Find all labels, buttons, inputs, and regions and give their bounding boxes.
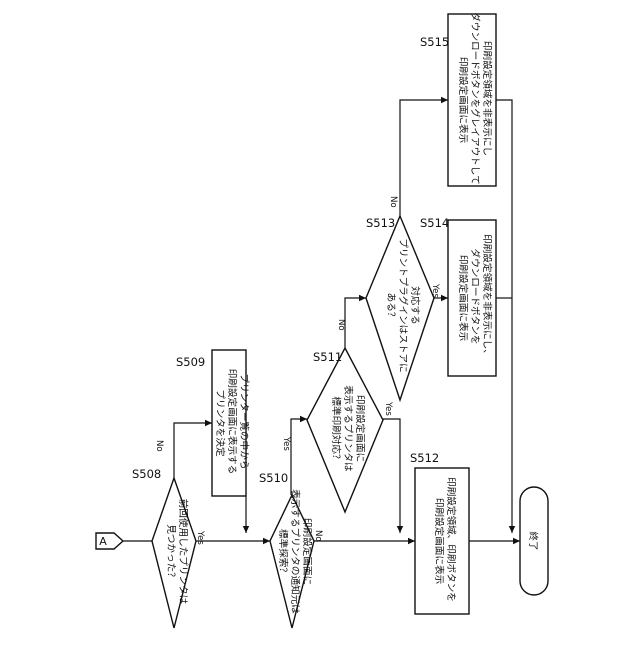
branch-label-s508-no: No bbox=[154, 440, 164, 452]
s514-line: 印刷設定画面に表示 bbox=[457, 255, 469, 342]
branch-label-s513-no: No bbox=[388, 196, 398, 208]
branch-label-s510-no: No bbox=[313, 530, 323, 542]
branch-label-s508-yes: Yes bbox=[195, 530, 205, 545]
step-id-s510: S510 bbox=[259, 471, 288, 485]
end-label: 終了 bbox=[527, 531, 539, 550]
s509-line: プリンター覧の中から bbox=[238, 374, 250, 470]
s513-line: プリントプラグインはストアに bbox=[397, 238, 409, 372]
s511-text: 印刷設定画面に 表示するプリンタは 標準印刷対応？ bbox=[330, 385, 366, 474]
s510-line: 表示するプリンタの通知元は bbox=[289, 489, 301, 614]
connector-label: A bbox=[99, 535, 107, 548]
step-id-s513: S513 bbox=[366, 216, 395, 230]
step-id-s508: S508 bbox=[132, 467, 161, 481]
flow-s515-out bbox=[496, 100, 512, 533]
s513-line: ある？ bbox=[385, 293, 396, 322]
s511-line: 印刷設定画面に bbox=[354, 395, 366, 462]
s515-line: 印刷設定画面に表示 bbox=[457, 57, 469, 144]
s515-line: ダウンロードボタンをグレイアウトして bbox=[469, 12, 481, 184]
s510-text: 印刷設定画面に 表示するプリンタの通知元は 標準探索？ bbox=[277, 489, 313, 617]
s514-line: 印刷設定領域を非表示にし、 bbox=[481, 234, 493, 359]
s512-line: 印刷設定画面に表示 bbox=[433, 498, 445, 585]
flow-s508-no bbox=[174, 423, 212, 478]
s508-line: 見つかった？ bbox=[165, 524, 176, 582]
flow-s511-no bbox=[345, 298, 366, 348]
branch-label-s511-no: No bbox=[336, 319, 346, 331]
start-connector: A bbox=[96, 533, 123, 549]
shape-texts: 前回使用したプリンタは 見つかった？ プリンター覧の中から 印刷設定画面に表示す… bbox=[165, 12, 539, 617]
step-id-s515: S515 bbox=[420, 35, 449, 49]
s509-line: プリンタを決定 bbox=[214, 389, 226, 457]
s510-line: 標準探索？ bbox=[277, 529, 289, 577]
s509-line: 印刷設定画面に表示する bbox=[226, 369, 238, 475]
step-id-s514: S514 bbox=[420, 216, 449, 230]
s513-line: 対応する bbox=[409, 286, 421, 324]
step-id-s511: S511 bbox=[313, 350, 342, 364]
s512-line: 印刷設定領域、印刷ボタンを bbox=[445, 477, 457, 602]
s514-line: ダウンロードボタンを bbox=[469, 249, 481, 345]
end-text: 終了 bbox=[527, 531, 539, 550]
s515-line: 印刷設定領域を非表示にし bbox=[481, 41, 493, 156]
flow-s511-yes bbox=[383, 419, 400, 533]
step-id-s509: S509 bbox=[176, 355, 205, 369]
branch-label-s510-yes: Yes bbox=[281, 436, 291, 451]
branch-label-s513-yes: Yes bbox=[430, 283, 440, 298]
step-id-s512: S512 bbox=[410, 451, 439, 465]
s511-line: 標準印刷対応？ bbox=[330, 396, 342, 463]
s510-line: 印刷設定画面に bbox=[301, 518, 313, 585]
s508-line: 前回使用したプリンタは bbox=[177, 499, 189, 605]
flow-s510-yes bbox=[291, 419, 307, 495]
branch-label-s511-yes: Yes bbox=[383, 401, 393, 416]
s511-line: 表示するプリンタは bbox=[342, 385, 354, 472]
